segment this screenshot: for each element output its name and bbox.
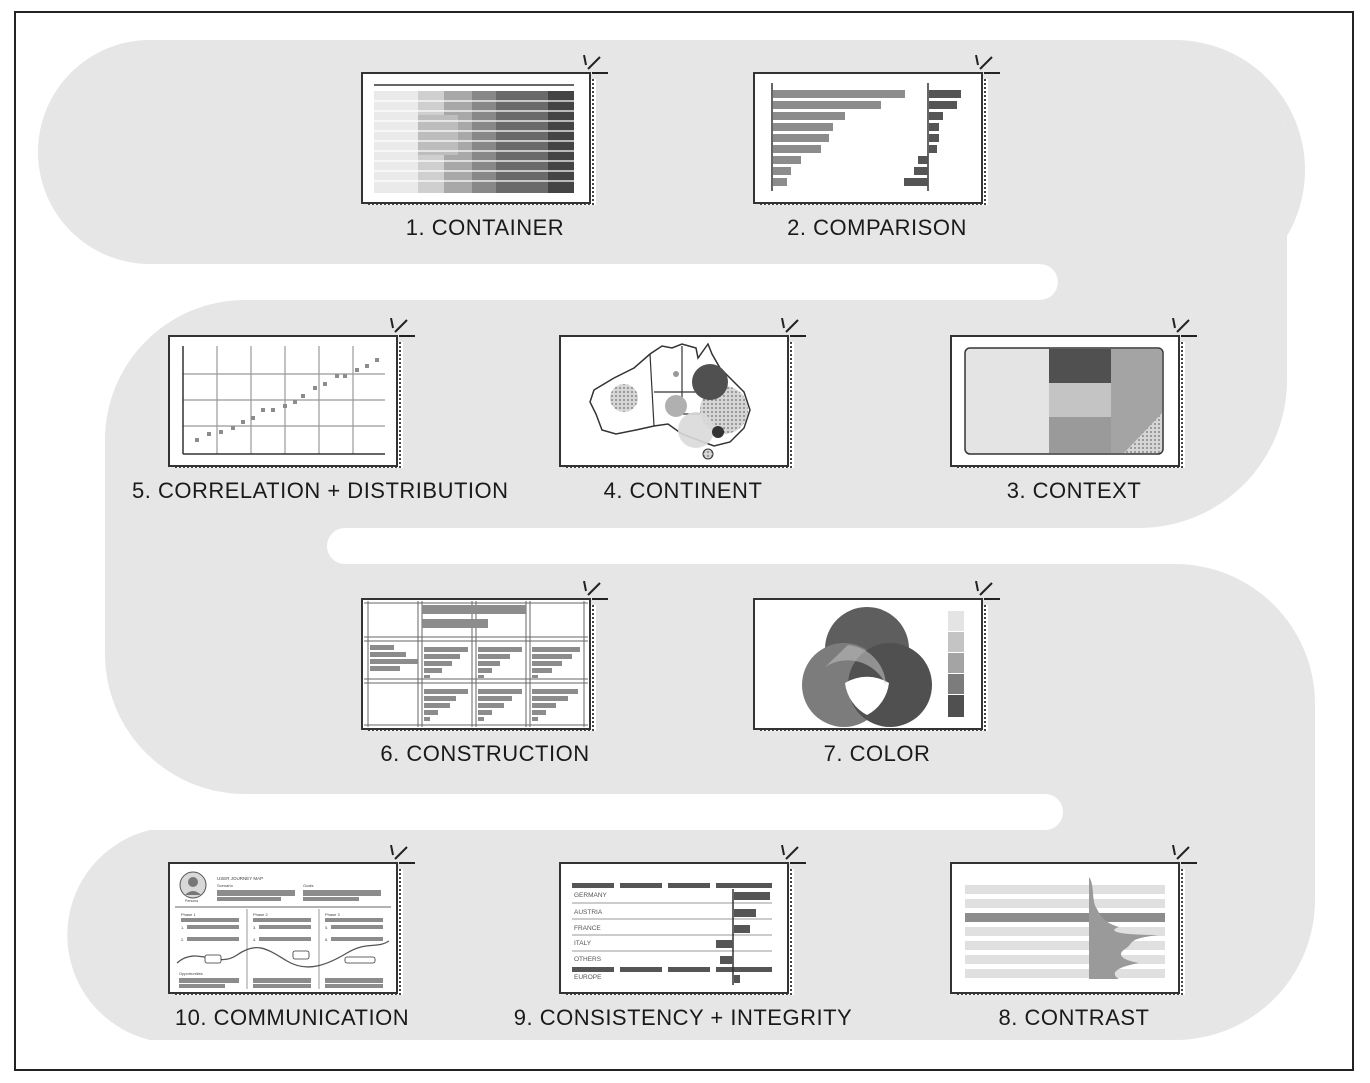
communication-card: USER JOURNEY MAP Scenario Goals Persona … bbox=[167, 844, 417, 1030]
row-label: OTHERS bbox=[574, 956, 602, 963]
step-number: 5. bbox=[325, 925, 328, 930]
step-label: 1. CONTAINER bbox=[405, 215, 565, 240]
communication-thumbnail: USER JOURNEY MAP Scenario Goals Persona … bbox=[168, 844, 415, 995]
container-card: 1. CONTAINER bbox=[360, 54, 610, 240]
goals-label: Goals bbox=[303, 883, 313, 888]
step-label: 8. CONTRAST bbox=[998, 1005, 1150, 1030]
step-number: 6. bbox=[325, 937, 328, 942]
context-card: 3. CONTEXT bbox=[949, 317, 1199, 503]
step-number: 3. bbox=[253, 925, 256, 930]
step-label: 7. COLOR bbox=[823, 741, 931, 766]
step-label: 3. CONTEXT bbox=[1006, 478, 1142, 503]
container-thumbnail bbox=[361, 54, 608, 205]
consistency-thumbnail: GERMANY AUSTRIA FRANCE ITALY OTHERS EURO… bbox=[559, 844, 806, 995]
step-label: 4. CONTINENT bbox=[603, 478, 763, 503]
row-label: ITALY bbox=[574, 940, 592, 947]
scenario-label: Scenario bbox=[217, 883, 234, 888]
phase-label: Phase 1 bbox=[181, 912, 196, 917]
journey-map-title: USER JOURNEY MAP bbox=[217, 876, 263, 881]
comparison-thumbnail bbox=[753, 54, 1000, 205]
step-label: 5. CORRELATION + DISTRIBUTION bbox=[132, 478, 509, 503]
phase-label: Phase 2 bbox=[253, 912, 268, 917]
row-label: AUSTRIA bbox=[574, 909, 603, 916]
consistency-card: GERMANY AUSTRIA FRANCE ITALY OTHERS EURO… bbox=[514, 844, 852, 1030]
color-card: 7. COLOR bbox=[752, 580, 1002, 766]
contrast-card: 8. CONTRAST bbox=[949, 844, 1199, 1030]
outer-frame bbox=[14, 11, 1354, 1071]
contrast-thumbnail bbox=[950, 844, 1197, 995]
color-thumbnail bbox=[753, 580, 1000, 731]
row-label: FRANCE bbox=[574, 925, 601, 932]
correlation-card: 5. CORRELATION + DISTRIBUTION bbox=[132, 317, 508, 503]
opportunities-label: Opportunities bbox=[179, 971, 203, 976]
step-number: 2. bbox=[181, 937, 184, 942]
step-label: 6. CONSTRUCTION bbox=[380, 741, 590, 766]
correlation-thumbnail bbox=[168, 317, 415, 468]
continent-card: 4. CONTINENT bbox=[558, 317, 808, 503]
comparison-card: 2. COMPARISON bbox=[752, 54, 1002, 240]
row-label: EUROPE bbox=[574, 974, 602, 981]
row-label: GERMANY bbox=[574, 892, 608, 899]
context-thumbnail bbox=[950, 317, 1197, 468]
phase-label: Phase 3 bbox=[325, 912, 340, 917]
step-label: 9. CONSISTENCY + INTEGRITY bbox=[513, 1005, 853, 1030]
construction-card: 6. CONSTRUCTION bbox=[360, 580, 610, 766]
continent-thumbnail bbox=[559, 317, 806, 468]
step-number: 4. bbox=[253, 937, 256, 942]
persona-label: Persona bbox=[185, 899, 198, 903]
construction-thumbnail bbox=[361, 580, 608, 731]
step-label: 2. COMPARISON bbox=[787, 215, 967, 240]
step-label: 10. COMMUNICATION bbox=[174, 1005, 410, 1030]
step-number: 1. bbox=[181, 925, 184, 930]
